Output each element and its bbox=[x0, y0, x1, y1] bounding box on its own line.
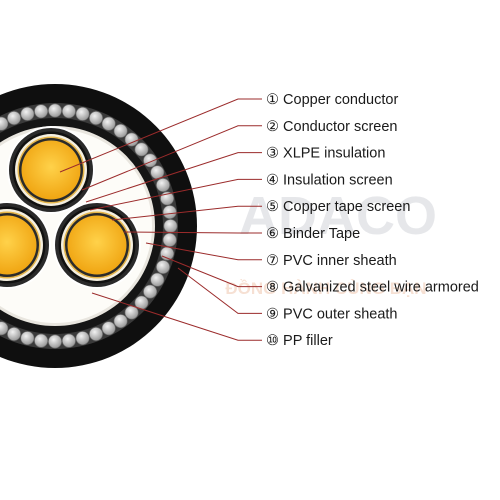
armor-wire bbox=[75, 331, 90, 345]
leader-line bbox=[111, 205, 262, 221]
armor-wire bbox=[163, 219, 178, 233]
armor-wire bbox=[101, 321, 116, 336]
leader-line bbox=[91, 292, 262, 341]
copper-conductor bbox=[0, 215, 37, 275]
armor-wire bbox=[7, 327, 21, 341]
legend-item: ⑧ Galvanized steel wire armored bbox=[266, 280, 479, 296]
armor-wire bbox=[20, 331, 35, 345]
armor-wire bbox=[75, 107, 90, 121]
leader-line bbox=[177, 267, 262, 314]
armor-wire bbox=[48, 334, 62, 349]
conductor-cores bbox=[0, 126, 141, 289]
armor-wire bbox=[150, 272, 165, 287]
leader-line bbox=[89, 178, 262, 211]
armor-wire bbox=[162, 232, 177, 247]
watermark: ADACO ĐỒNG HÀNH CÙNG BẠN bbox=[225, 186, 437, 298]
cable-cross-section bbox=[0, 84, 197, 368]
armor-wires bbox=[0, 103, 178, 349]
leader-line bbox=[59, 98, 262, 173]
cable-core bbox=[53, 201, 141, 289]
armor-wire bbox=[20, 107, 35, 121]
leader-line bbox=[81, 125, 262, 191]
legend-item: ① Copper conductor bbox=[266, 92, 398, 108]
copper-conductor bbox=[21, 140, 81, 200]
legend-item: ④ Insulation screen bbox=[266, 172, 393, 188]
armor-wire bbox=[156, 260, 170, 274]
armor-wire bbox=[113, 314, 128, 328]
legend-item: ⑩ PP filler bbox=[266, 333, 333, 349]
armor-wire bbox=[34, 333, 48, 348]
cable-core bbox=[7, 126, 95, 214]
armor-wire bbox=[89, 111, 103, 125]
cable-core bbox=[0, 201, 51, 289]
armor-wire bbox=[101, 116, 116, 131]
armor-wire bbox=[113, 123, 128, 138]
leader-lines bbox=[59, 98, 262, 341]
armor-wire bbox=[62, 104, 76, 119]
legend-item: ③ XLPE insulation bbox=[266, 146, 385, 162]
leader-line bbox=[123, 231, 262, 234]
legend-item: ⑨ PVC outer sheath bbox=[266, 306, 397, 322]
legend-item: ⑦ PVC inner sheath bbox=[266, 253, 397, 269]
armor-wire bbox=[124, 305, 139, 320]
leader-line bbox=[161, 255, 262, 288]
armor-wire bbox=[156, 178, 170, 192]
leader-line bbox=[145, 242, 262, 261]
armor-wire bbox=[143, 284, 157, 299]
legend-item: ⑥ Binder Tape bbox=[266, 226, 360, 242]
armor-wire bbox=[48, 103, 62, 118]
armor-wire bbox=[34, 104, 48, 119]
armor-wire bbox=[7, 111, 21, 125]
watermark-brand: ADACO bbox=[239, 186, 437, 246]
leader-line bbox=[85, 152, 262, 203]
copper-conductor bbox=[67, 215, 127, 275]
legend-item: ⑤ Copper tape screen bbox=[266, 199, 410, 215]
legend: ① Copper conductor ② Conductor screen ③ XL… bbox=[266, 92, 479, 349]
armor-wire bbox=[62, 333, 76, 348]
armor-wire bbox=[89, 327, 103, 341]
watermark-tagline: ĐỒNG HÀNH CÙNG BẠN bbox=[225, 279, 426, 298]
legend-item: ② Conductor screen bbox=[266, 119, 397, 135]
armor-wire bbox=[0, 321, 9, 336]
armor-wire bbox=[134, 142, 149, 157]
armor-wire bbox=[0, 116, 9, 131]
armor-wire bbox=[162, 205, 177, 219]
